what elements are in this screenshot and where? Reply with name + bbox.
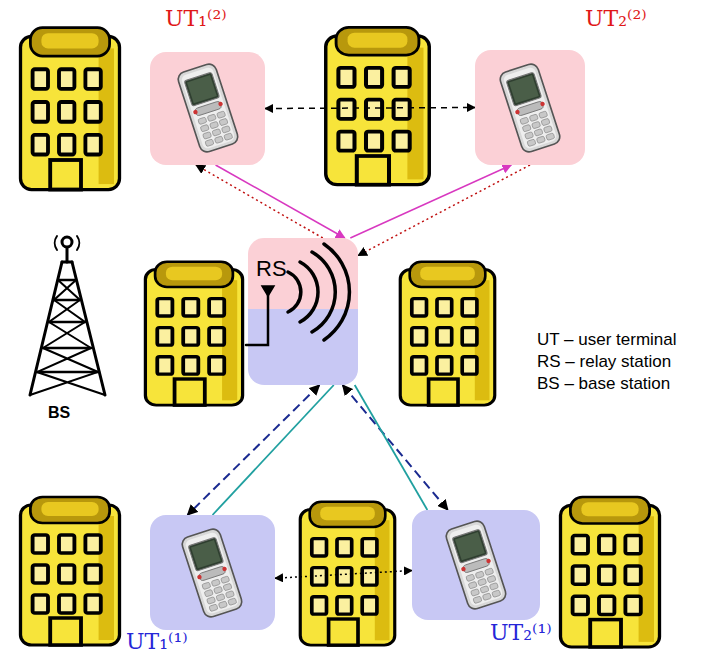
- node-label: UT₁⁽¹⁾: [126, 629, 188, 654]
- tower-symbol: [30, 236, 105, 395]
- link-arrow: [265, 108, 475, 109]
- node-label: UT₂⁽²⁾: [585, 6, 647, 31]
- link-arrow: [350, 165, 511, 238]
- terminal-box: UT₁⁽²⁾: [150, 52, 265, 165]
- link-arrow: [213, 385, 334, 515]
- terminal-box: UT₂⁽²⁾: [475, 50, 585, 165]
- link-arrow: [358, 165, 530, 256]
- terminal-box: UT₂⁽¹⁾: [412, 510, 540, 620]
- legend-note: UT – user terminal: [537, 330, 677, 350]
- tower-label: BS: [48, 404, 70, 422]
- legend-note: RS – relay station: [537, 352, 671, 372]
- link-arrow: [355, 385, 428, 510]
- terminal-box: UT₁⁽¹⁾: [150, 515, 275, 630]
- node-label: RS: [256, 256, 287, 282]
- node-label: UT₁⁽²⁾: [165, 6, 227, 31]
- link-arrow: [343, 385, 448, 510]
- link-arrow: [188, 385, 320, 515]
- link-arrow: [196, 165, 323, 238]
- relay-box: RS: [248, 238, 358, 385]
- link-arrow: [275, 571, 412, 579]
- link-arrow: [216, 165, 345, 238]
- legend-note: BS – base station: [537, 374, 670, 394]
- node-label: UT₂⁽¹⁾: [490, 620, 552, 645]
